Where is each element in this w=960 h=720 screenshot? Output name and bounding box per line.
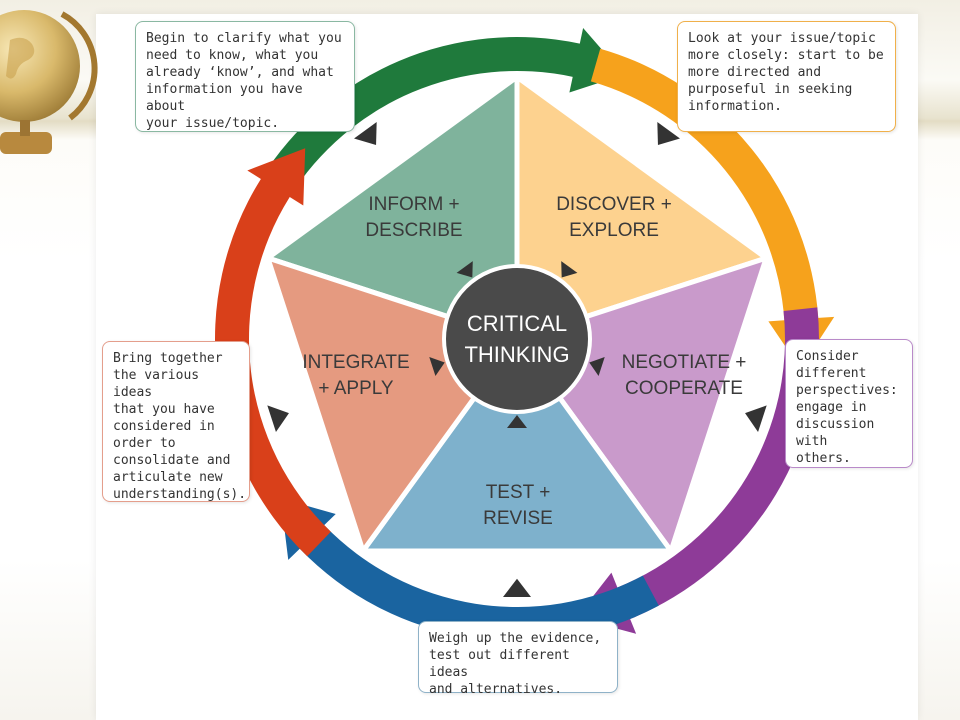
center-line-2: THINKING: [464, 342, 569, 367]
note-discover-explore: Look at your issue/topic more closely: s…: [677, 21, 896, 132]
notch-outer-1: [657, 122, 680, 145]
label-integrate-line-1: INTEGRATE: [302, 352, 409, 373]
label-test-line-1: TEST +: [486, 482, 551, 503]
globe-base: [0, 132, 52, 154]
label-discover-line-2: EXPLORE: [569, 220, 659, 241]
notch-outer-0: [354, 122, 377, 145]
label-negotiate-line-1: NEGOTIATE +: [622, 352, 747, 373]
center-hub: CRITICAL THINKING: [442, 264, 592, 414]
globe-landmass: [6, 37, 35, 79]
label-test-line-2: REVISE: [483, 508, 553, 529]
notch-inner-0: [456, 261, 473, 278]
center-circle: [442, 264, 592, 414]
notch-outer-4: [267, 405, 289, 433]
notch-outer-3: [503, 578, 531, 597]
globe-image: [0, 10, 98, 154]
note-integrate-apply: Bring together the various ideas that yo…: [102, 341, 250, 502]
arrow-test: [280, 498, 659, 641]
label-inform-line-1: INFORM +: [368, 194, 459, 215]
label-discover-line-1: DISCOVER +: [556, 194, 672, 215]
arrow-inform: [260, 27, 624, 197]
notch-inner-4: [429, 356, 445, 377]
globe-meridian-ring: [60, 11, 98, 121]
notch-inner-2: [589, 356, 605, 377]
globe-stem: [20, 120, 30, 136]
note-inform-describe: Begin to clarify what you need to know, …: [135, 21, 355, 132]
note-test-revise: Weigh up the evidence, test out differen…: [418, 621, 618, 697]
note-negotiate-cooperate: Consider different perspectives: engage …: [785, 339, 913, 468]
notch-inner-1: [561, 261, 578, 278]
center-line-1: CRITICAL: [467, 311, 567, 336]
cycle-wedges: [265, 74, 769, 554]
cycle-notches: [267, 122, 767, 597]
cycle-labels: INFORM + DESCRIBE DISCOVER + EXPLORE NEGOTIA…: [302, 194, 746, 529]
notch-outer-2: [745, 405, 767, 433]
label-inform-line-2: DESCRIBE: [365, 220, 462, 241]
label-negotiate-line-2: COOPERATE: [625, 378, 743, 399]
notch-inner-3: [507, 415, 527, 428]
label-integrate-line-2: + APPLY: [318, 378, 394, 399]
